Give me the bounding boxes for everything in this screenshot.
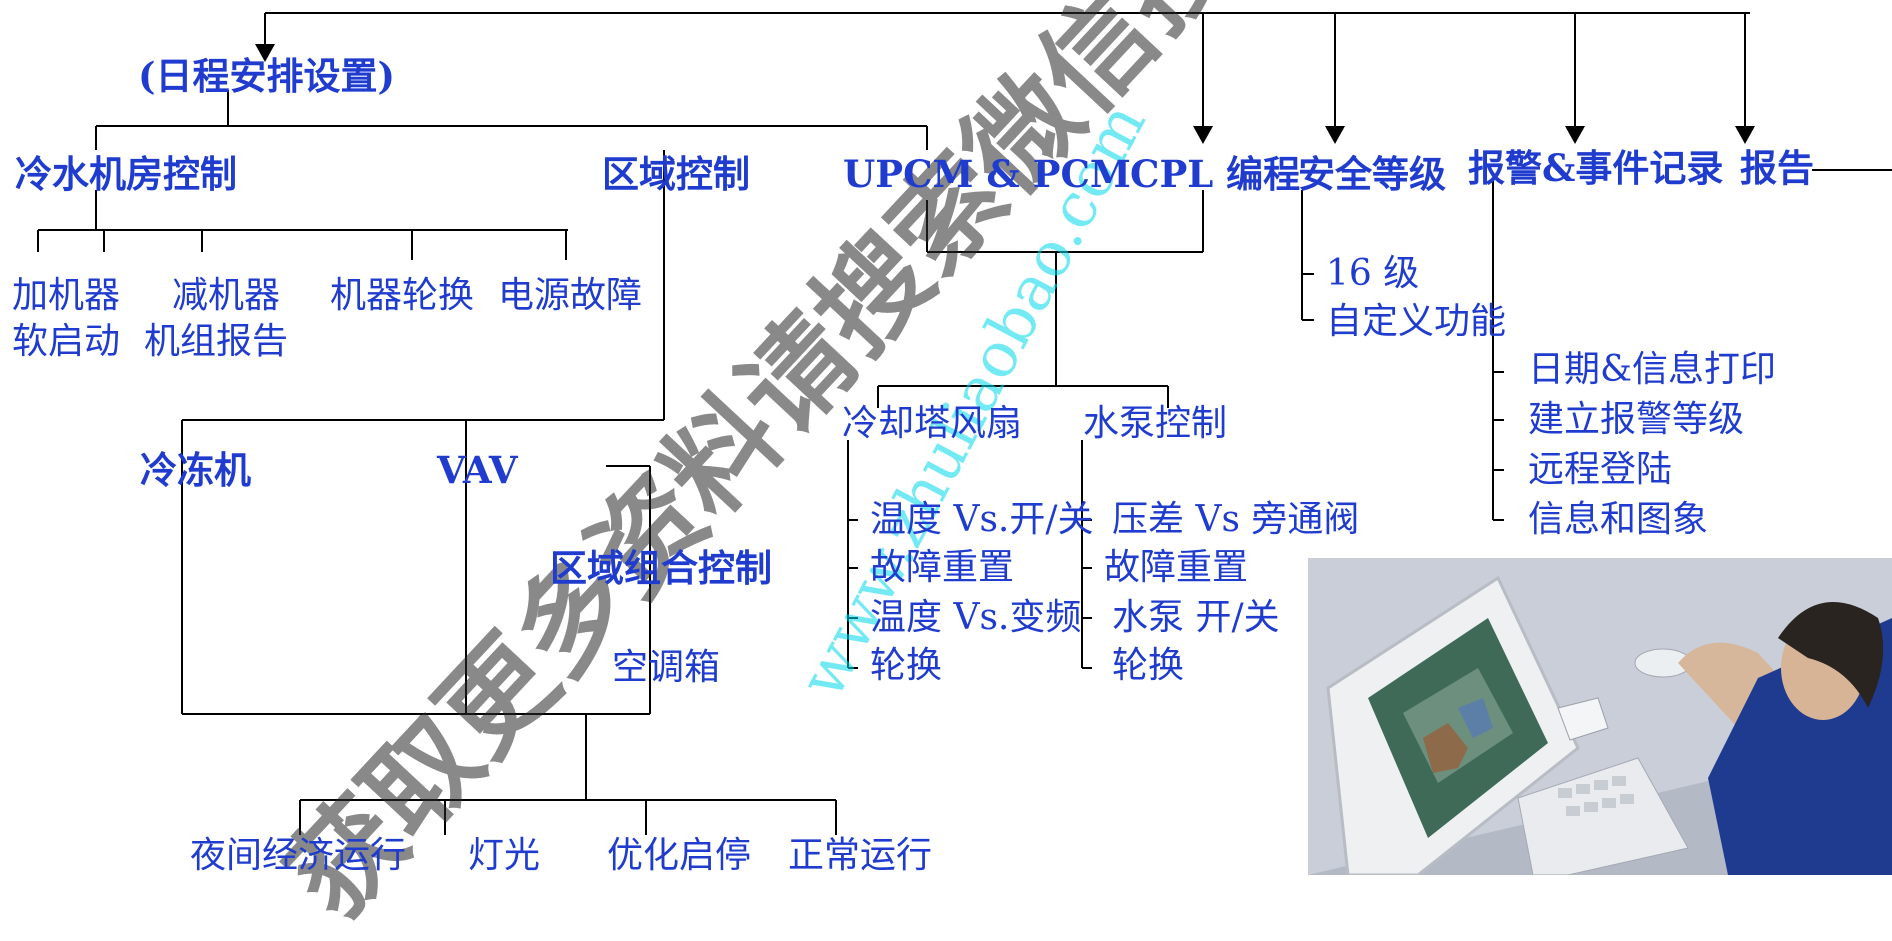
chiller-item-unit-report: 机组报告	[144, 321, 289, 362]
chiller-room-control-label: 冷水机房控制	[15, 152, 237, 196]
pump-item-rotation: 轮换	[1112, 645, 1185, 686]
operator-photo	[1308, 558, 1892, 875]
pump-item-onoff: 水泵 开/关	[1112, 597, 1280, 638]
alarm-item-print: 日期&信息打印	[1528, 349, 1777, 390]
chiller-item-add: 加机器	[12, 275, 121, 316]
upcm-item-pump-control: 水泵控制	[1083, 403, 1228, 444]
chiller-item-rotation: 机器轮换	[330, 275, 475, 316]
cooling-tower-item-rotation: 轮换	[870, 645, 943, 686]
zone-bottom-normal-operation: 正常运行	[788, 835, 933, 876]
chiller-item-remove: 减机器	[172, 275, 281, 316]
zone-control-label: 区域控制	[602, 152, 750, 196]
security-level-label: 安全等级	[1298, 152, 1446, 196]
pump-item-dp-bypass: 压差 Vs 旁通阀	[1112, 499, 1360, 540]
chiller-item-soft-start: 软启动	[12, 321, 121, 362]
security-item-16-levels: 16 级	[1326, 253, 1420, 294]
upcm-pcm-label: UPCM & PCM	[843, 152, 1131, 196]
pump-item-fault-reset: 故障重置	[1104, 547, 1249, 588]
chiller-item-power-failure: 电源故障	[498, 275, 643, 316]
connector-lines	[37, 12, 1892, 835]
zone-item-group-control: 区域组合控制	[550, 546, 772, 590]
zone-item-vav: VAV	[437, 448, 518, 492]
schedule-setting-label: (日程安排设置)	[138, 54, 396, 98]
zone-item-chiller: 冷冻机	[140, 448, 251, 492]
zone-bottom-lighting: 灯光	[468, 835, 541, 876]
upcm-item-cooling-tower-fan: 冷却塔风扇	[842, 403, 1023, 444]
alarm-item-remote-login: 远程登陆	[1528, 449, 1673, 490]
zone-bottom-night-economy: 夜间经济运行	[190, 835, 407, 876]
security-item-custom: 自定义功能	[1326, 301, 1507, 342]
cpl-programming-label: CPL 编程	[1130, 152, 1301, 196]
alarm-item-levels: 建立报警等级	[1528, 399, 1745, 440]
cooling-tower-item-temp-vfd: 温度 Vs.变频	[870, 597, 1082, 638]
cooling-tower-item-fault-reset: 故障重置	[870, 547, 1015, 588]
zone-bottom-optimal-start-stop: 优化启停	[607, 835, 752, 876]
report-label: 报告	[1740, 146, 1814, 190]
cooling-tower-item-temp-onoff: 温度 Vs.开/关	[870, 499, 1094, 540]
zone-item-ahu: 空调箱	[612, 647, 721, 688]
alarm-event-log-label: 报警&事件记录	[1468, 146, 1724, 190]
alarm-item-info-images: 信息和图象	[1528, 499, 1709, 540]
